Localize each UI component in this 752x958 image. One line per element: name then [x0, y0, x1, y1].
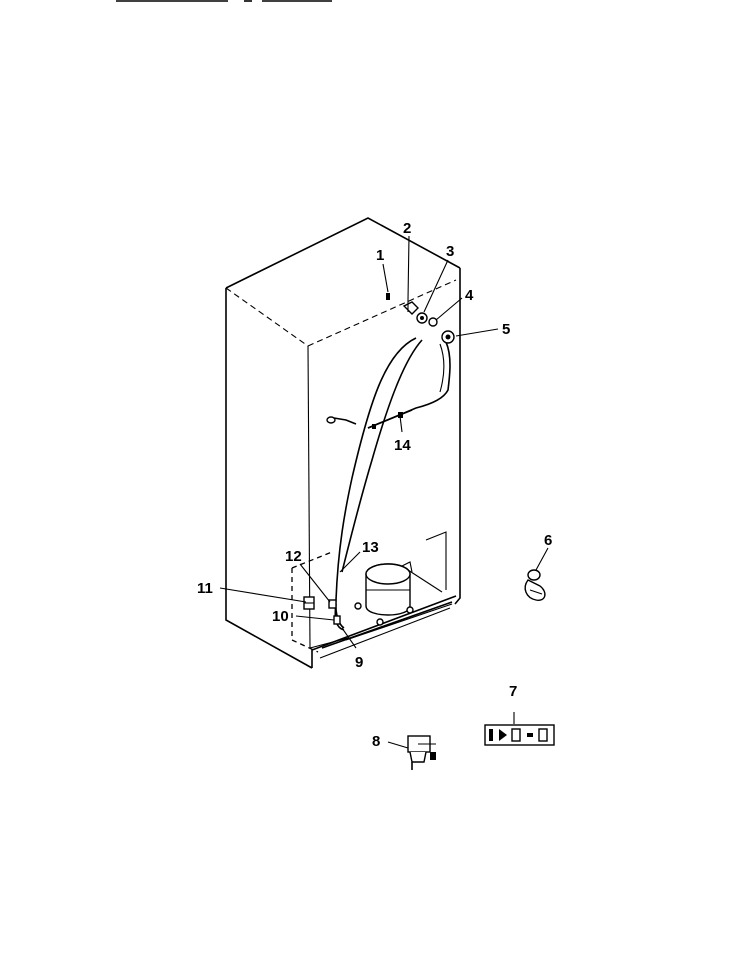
part-8-valve	[407, 735, 436, 770]
callout-9: 9	[355, 654, 363, 671]
callout-13: 13	[362, 539, 379, 556]
callout-12: 12	[285, 548, 302, 565]
callout-6: 6	[544, 532, 552, 549]
part-relay-box	[303, 596, 315, 610]
callout-10: 10	[272, 608, 289, 625]
callout-7: 7	[509, 683, 517, 700]
callout-1: 1	[376, 247, 384, 264]
callout-labels: 1 2 3 4 5 6 7 8 9 10 11 12 13 14	[197, 220, 552, 750]
part-thermostat	[416, 312, 428, 324]
callout-3: 3	[446, 243, 454, 260]
part-screw	[386, 293, 390, 300]
callout-4: 4	[465, 287, 474, 304]
part-knob	[441, 330, 455, 344]
part-capillary	[428, 317, 438, 327]
part-7-terminal-block	[484, 712, 555, 746]
refrigerator-cabinet	[225, 217, 461, 669]
part-thermostat-bracket	[402, 300, 419, 315]
callout-5: 5	[502, 321, 510, 338]
leader-lines	[219, 235, 549, 749]
callout-2: 2	[403, 220, 411, 237]
callout-8: 8	[372, 733, 380, 750]
compressor	[354, 561, 414, 626]
part-6-clip	[524, 569, 546, 601]
callout-11: 11	[197, 580, 213, 597]
callout-14: 14	[394, 437, 411, 454]
part-connector	[333, 615, 341, 625]
wire-harness	[326, 337, 451, 631]
part-overload	[328, 599, 337, 609]
